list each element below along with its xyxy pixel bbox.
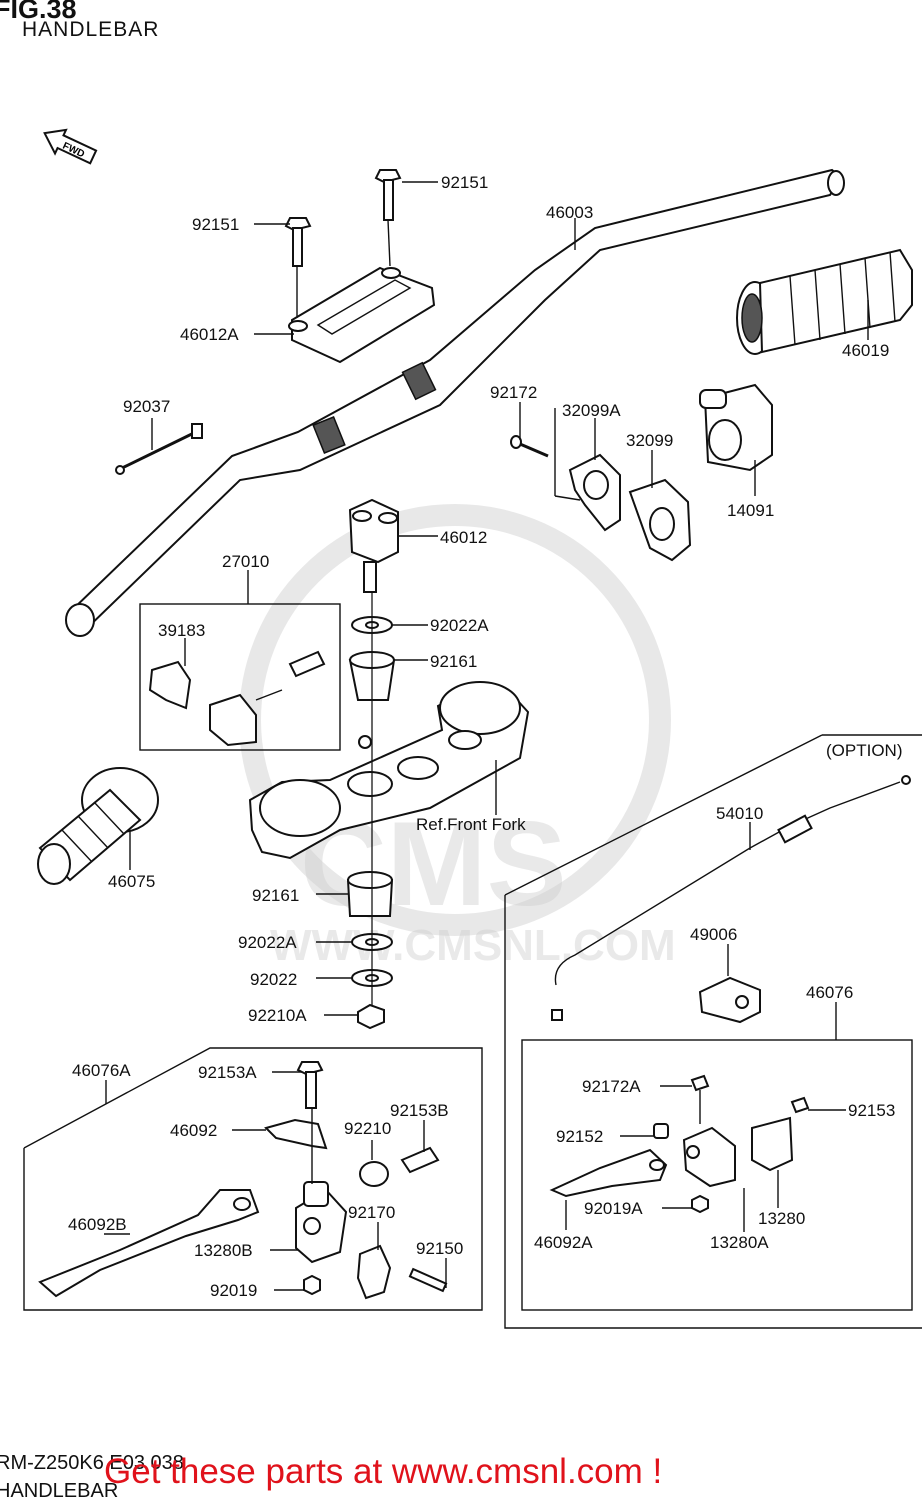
callout-46076A: 46076A [72,1061,131,1080]
lever-46092B [38,1189,260,1298]
perch-13280B [295,1181,348,1264]
bolt-92150 [408,1267,448,1293]
hotstart-group-box [521,1039,913,1311]
figure-title: HANDLEBAR [22,18,160,41]
callout-46003: 46003 [546,203,593,222]
callout-92161-lower: 92161 [252,886,299,905]
bolt-92151-left [284,217,312,318]
callout-49006: 49006 [690,925,737,944]
callout-92172A: 92172A [582,1077,641,1096]
steering-stem-bracket [248,681,530,860]
holder-13280A [682,1126,736,1188]
clamp-13280 [751,1116,794,1172]
callout-92151-top: 92151 [441,173,488,192]
callout-46012A: 46012A [180,325,239,344]
option-box [504,895,922,1329]
nut-92210A [357,1003,385,1030]
lower-clamp-46012 [348,498,399,593]
throttle-housing-32099A [568,453,621,532]
nut-92019 [303,1274,321,1296]
callout-92153A: 92153A [198,1063,257,1082]
callout-13280: 13280 [758,1209,805,1228]
callout-92019: 92019 [210,1281,257,1300]
footer-title: HANDLEBAR [0,1480,119,1502]
callout-46019: 46019 [842,341,889,360]
callout-92153B: 92153B [390,1101,449,1120]
callout-13280A: 13280A [710,1233,769,1252]
callout-54010: 54010 [716,804,763,823]
killswitch-39183 [148,650,326,747]
callout-27010: 27010 [222,552,269,571]
callout-92172: 92172 [490,383,537,402]
band-92037 [115,423,203,475]
callout-92019A: 92019A [584,1199,643,1218]
clamp-92170 [356,1244,392,1300]
callout-39183: 39183 [158,621,205,640]
grip-46075 [37,767,159,885]
screw-92172 [510,435,549,458]
diagram-code: RM-Z250K6 E03 038 [0,1452,184,1474]
handlebar-46003 [65,168,845,637]
throttle-body-14091 [699,383,773,472]
leader-lines [104,181,869,1291]
upper-clamp-46012A [288,266,436,364]
callout-92022A-upper: 92022A [430,616,489,635]
cable-adjuster-49006 [698,976,761,1024]
bolt-92151-top [374,169,402,267]
shop-link[interactable]: Get these parts at www.cmsnl.com ! [104,1452,663,1491]
callout-92161-upper: 92161 [430,652,477,671]
reference-front-fork: Ref.Front Fork [416,815,526,834]
clutch-cable-54010 [551,775,911,1021]
callout-32099: 32099 [626,431,673,450]
callout-92151-left: 92151 [192,215,239,234]
callout-14091: 14091 [727,501,774,520]
rubber-92161-lower [346,871,394,917]
callout-32099A: 32099A [562,401,621,420]
killswitch-group-box [139,603,341,751]
callout-92153: 92153 [848,1101,895,1120]
callout-46012: 46012 [440,528,487,547]
watermark-url: WWW.CMSNL.COM [270,921,676,970]
callout-46092A: 46092A [534,1233,593,1252]
lever-46092 [264,1118,328,1150]
grip-46019 [736,248,913,355]
clutch-lever-group-box [23,1047,483,1311]
callout-46092B: 46092B [68,1215,127,1234]
callout-46075: 46075 [108,872,155,891]
callout-46076: 46076 [806,983,853,1002]
option-label: (OPTION) [826,741,903,760]
callout-92152: 92152 [556,1127,603,1146]
callout-92210: 92210 [344,1119,391,1138]
callout-46092: 46092 [170,1121,217,1140]
adjuster-92153B [359,1146,440,1187]
callout-92150: 92150 [416,1239,463,1258]
throttle-housing-32099 [628,478,692,562]
callout-92170: 92170 [348,1203,395,1222]
figure-number: FIG.38 [0,0,77,24]
fwd-arrow-icon: FWD [43,128,98,165]
callout-92210A: 92210A [248,1006,307,1025]
callout-92037: 92037 [123,397,170,416]
bolt-92153A [296,1061,324,1184]
callout-13280B: 13280B [194,1241,253,1260]
lever-46092A [549,1148,668,1198]
callout-92022: 92022 [250,970,297,989]
callout-92022A-lower: 92022A [238,933,297,952]
